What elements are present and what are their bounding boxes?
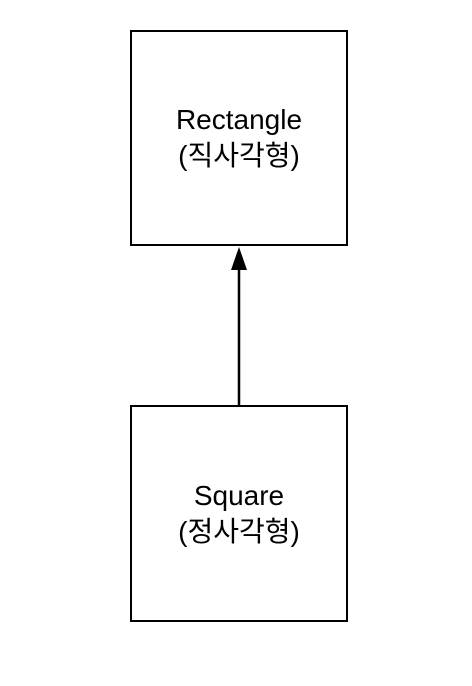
square-class-box: Square (정사각형) bbox=[130, 405, 348, 622]
rectangle-class-box: Rectangle (직사각형) bbox=[130, 30, 348, 246]
rectangle-class-subtitle: (직사각형) bbox=[178, 140, 300, 171]
square-class-subtitle: (정사각형) bbox=[178, 515, 300, 547]
rectangle-class-name: Rectangle bbox=[175, 104, 303, 135]
arrowhead-icon bbox=[231, 247, 247, 270]
square-class-name: Square bbox=[193, 479, 285, 511]
